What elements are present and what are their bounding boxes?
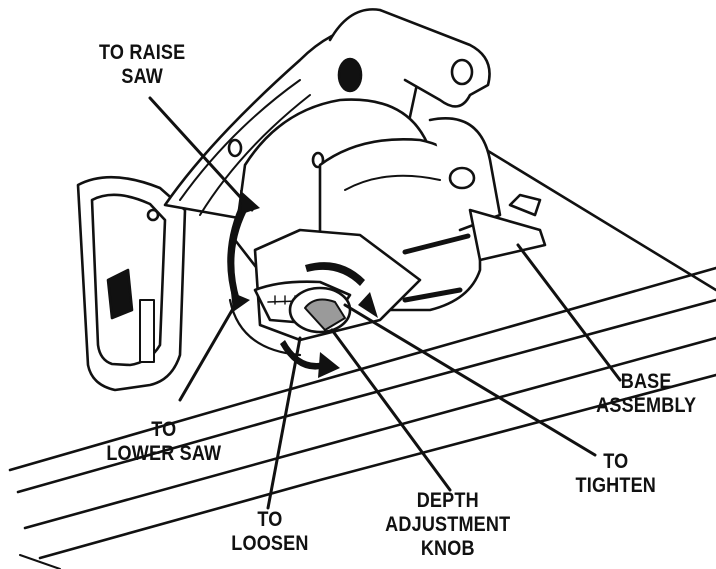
label-line: KNOB xyxy=(420,537,475,560)
label-line: SAW xyxy=(121,65,164,88)
label-line: ASSEMBLY xyxy=(596,394,697,417)
label-to-raise-saw: TO RAISE SAW xyxy=(99,41,185,89)
label-line: TO RAISE xyxy=(99,41,186,64)
label-base-assembly: BASE ASSEMBLY xyxy=(596,370,696,418)
label-line: DEPTH xyxy=(416,489,479,512)
label-line: BASE xyxy=(620,370,672,393)
label-line: TO xyxy=(603,450,629,473)
label-to-loosen: TO LOOSEN xyxy=(231,508,308,556)
label-depth-adjustment-knob: DEPTH ADJUSTMENT KNOB xyxy=(385,489,510,561)
leader-line xyxy=(148,96,622,510)
label-line: TIGHTEN xyxy=(575,474,657,497)
curved-arrow-icon xyxy=(227,190,378,378)
label-to-tighten: TO TIGHTEN xyxy=(576,450,656,498)
circular-saw-illustration xyxy=(76,8,547,392)
label-to-lower-saw: TO LOWER SAW xyxy=(106,418,221,466)
label-line: LOWER SAW xyxy=(106,442,222,465)
label-line: LOOSEN xyxy=(231,532,309,555)
label-line: TO xyxy=(257,508,283,531)
label-line: ADJUSTMENT xyxy=(385,513,511,536)
label-line: TO xyxy=(151,418,177,441)
